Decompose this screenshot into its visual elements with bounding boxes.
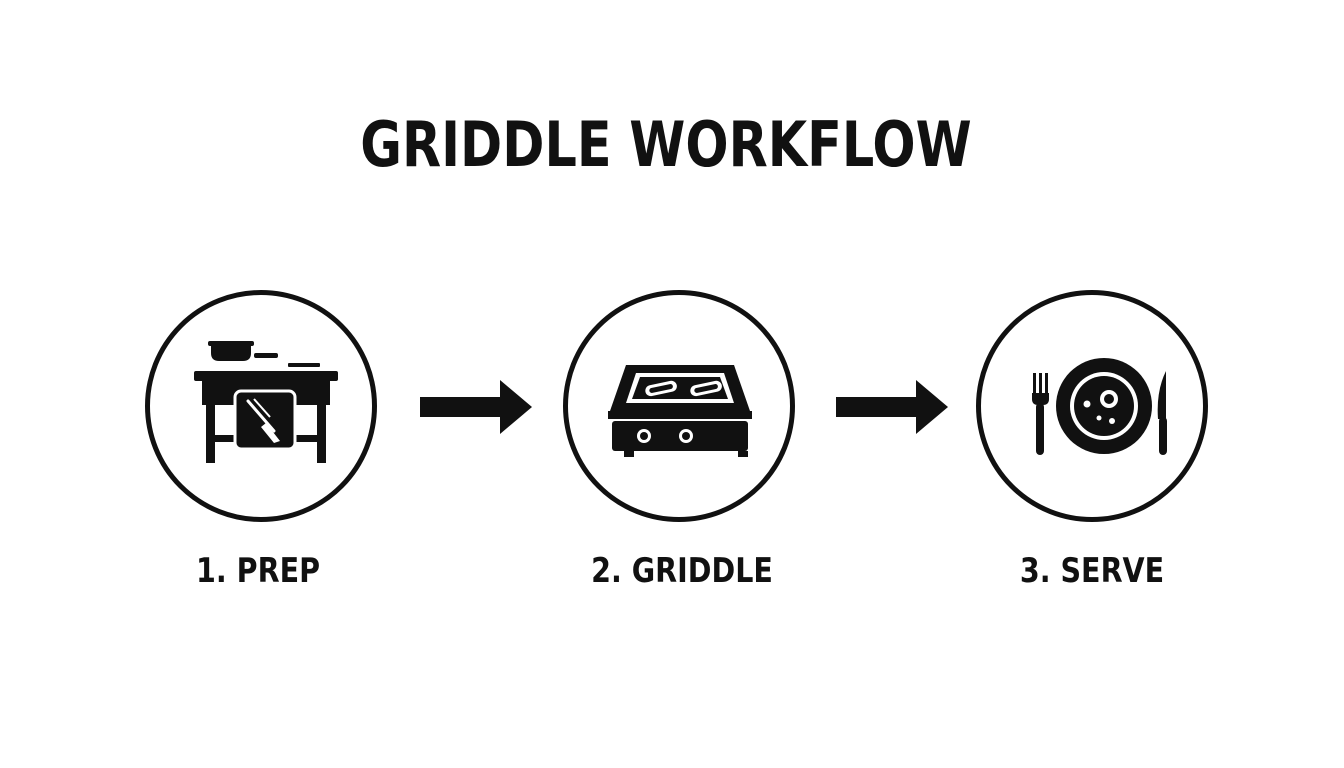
step-griddle xyxy=(563,290,795,522)
prep-table-icon xyxy=(194,341,338,463)
step-label-serve: 3. SERVE xyxy=(1019,551,1165,591)
diagram-title: GRIDDLE WORKFLOW xyxy=(360,108,972,181)
step-serve xyxy=(976,290,1208,522)
arrow-right-icon xyxy=(836,380,948,434)
step-prep xyxy=(145,290,377,522)
step-label-prep: 1. PREP xyxy=(195,551,321,591)
step-label-griddle: 2. GRIDDLE xyxy=(591,551,773,591)
plate-cutlery-icon xyxy=(1032,358,1167,455)
arrow-right-icon xyxy=(420,380,532,434)
griddle-icon xyxy=(608,365,752,457)
